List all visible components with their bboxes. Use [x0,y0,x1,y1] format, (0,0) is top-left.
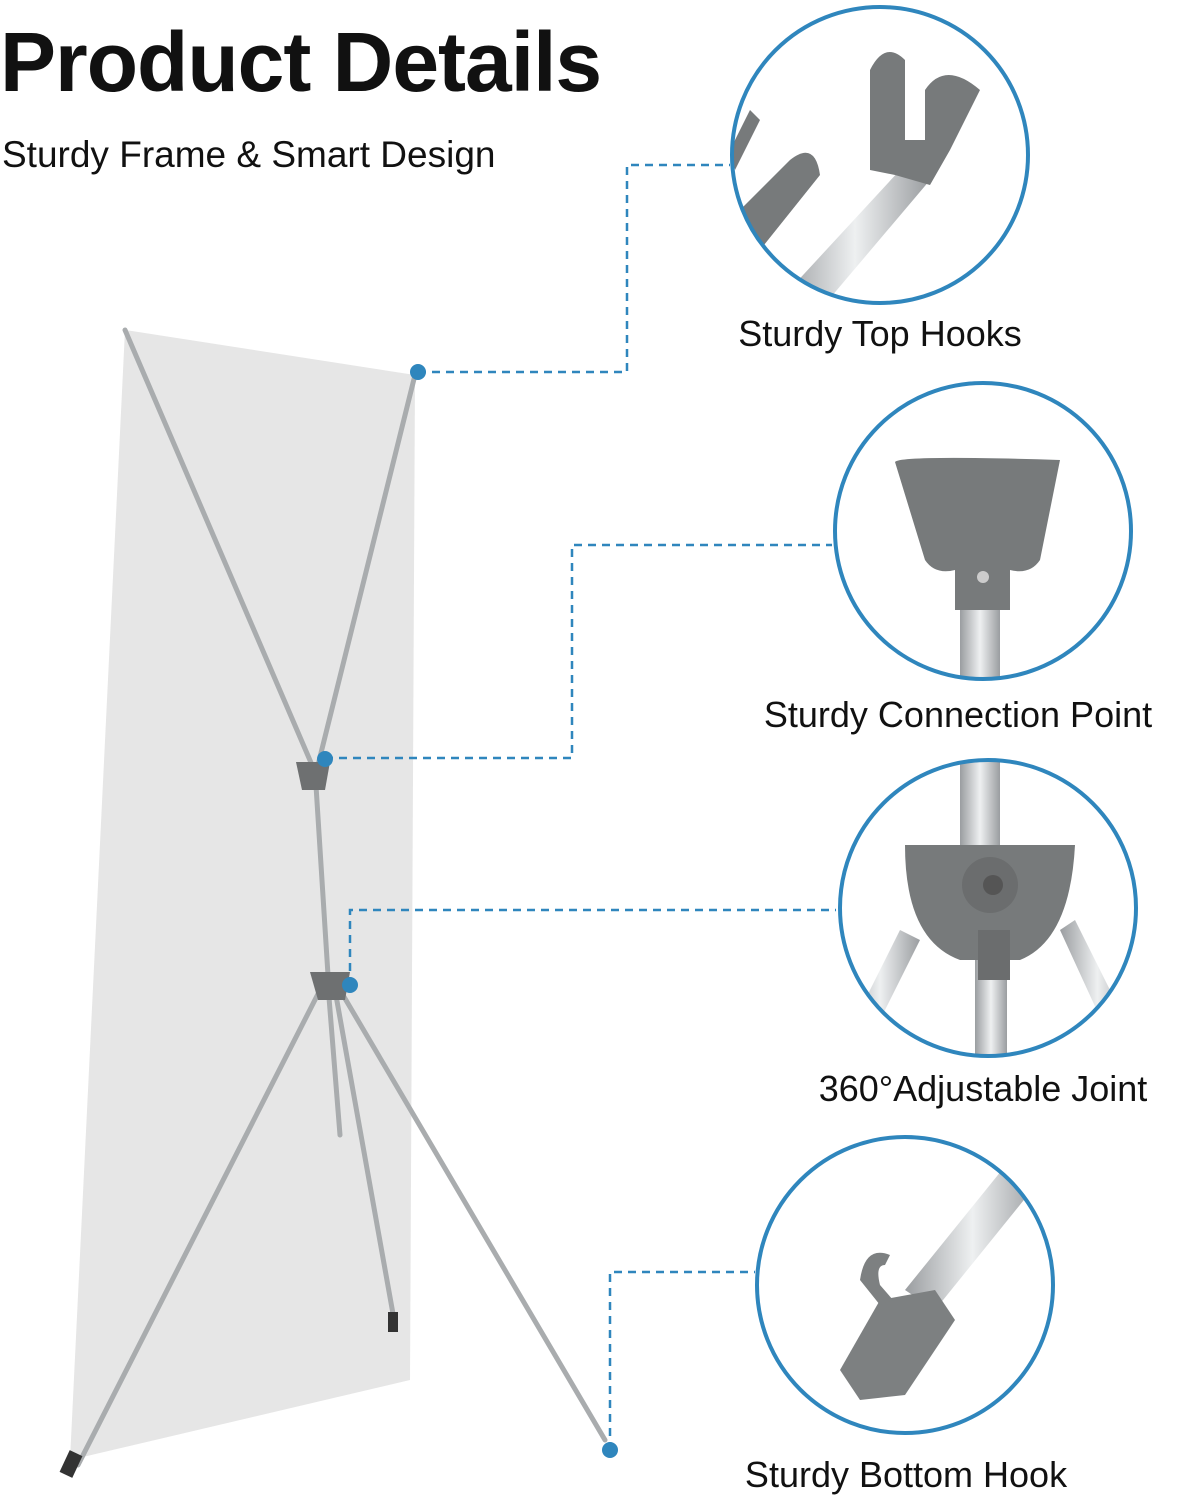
dot-connection [317,751,333,767]
stand-poles [75,327,608,1468]
callout-label-bottom-hook: Sturdy Bottom Hook [744,1454,1068,1495]
dot-top-hooks [410,364,426,380]
bottom-hook-closeup-icon [757,1137,1053,1433]
connection-point-closeup-icon [835,383,1131,679]
banner-sheet [70,330,415,1460]
page-title: Product Details [0,15,602,109]
center-connector [296,762,330,790]
callout-label-adjustable-joint: 360°Adjustable Joint [818,1068,1148,1109]
top-hooks-closeup-icon [732,7,1028,303]
lower-joint [310,972,350,1000]
callout-label-top-hooks: Sturdy Top Hooks [738,313,1022,354]
x-banner-stand [59,327,608,1478]
page-subtitle: Sturdy Frame & Smart Design [2,134,496,175]
dot-bottom-hook [602,1442,618,1458]
leader-dots [317,364,618,1458]
leader-lines [325,163,836,1450]
adjustable-joint-closeup-icon [840,760,1136,1056]
dot-joint [342,977,358,993]
callout-label-connection-point: Sturdy Connection Point [763,694,1153,735]
